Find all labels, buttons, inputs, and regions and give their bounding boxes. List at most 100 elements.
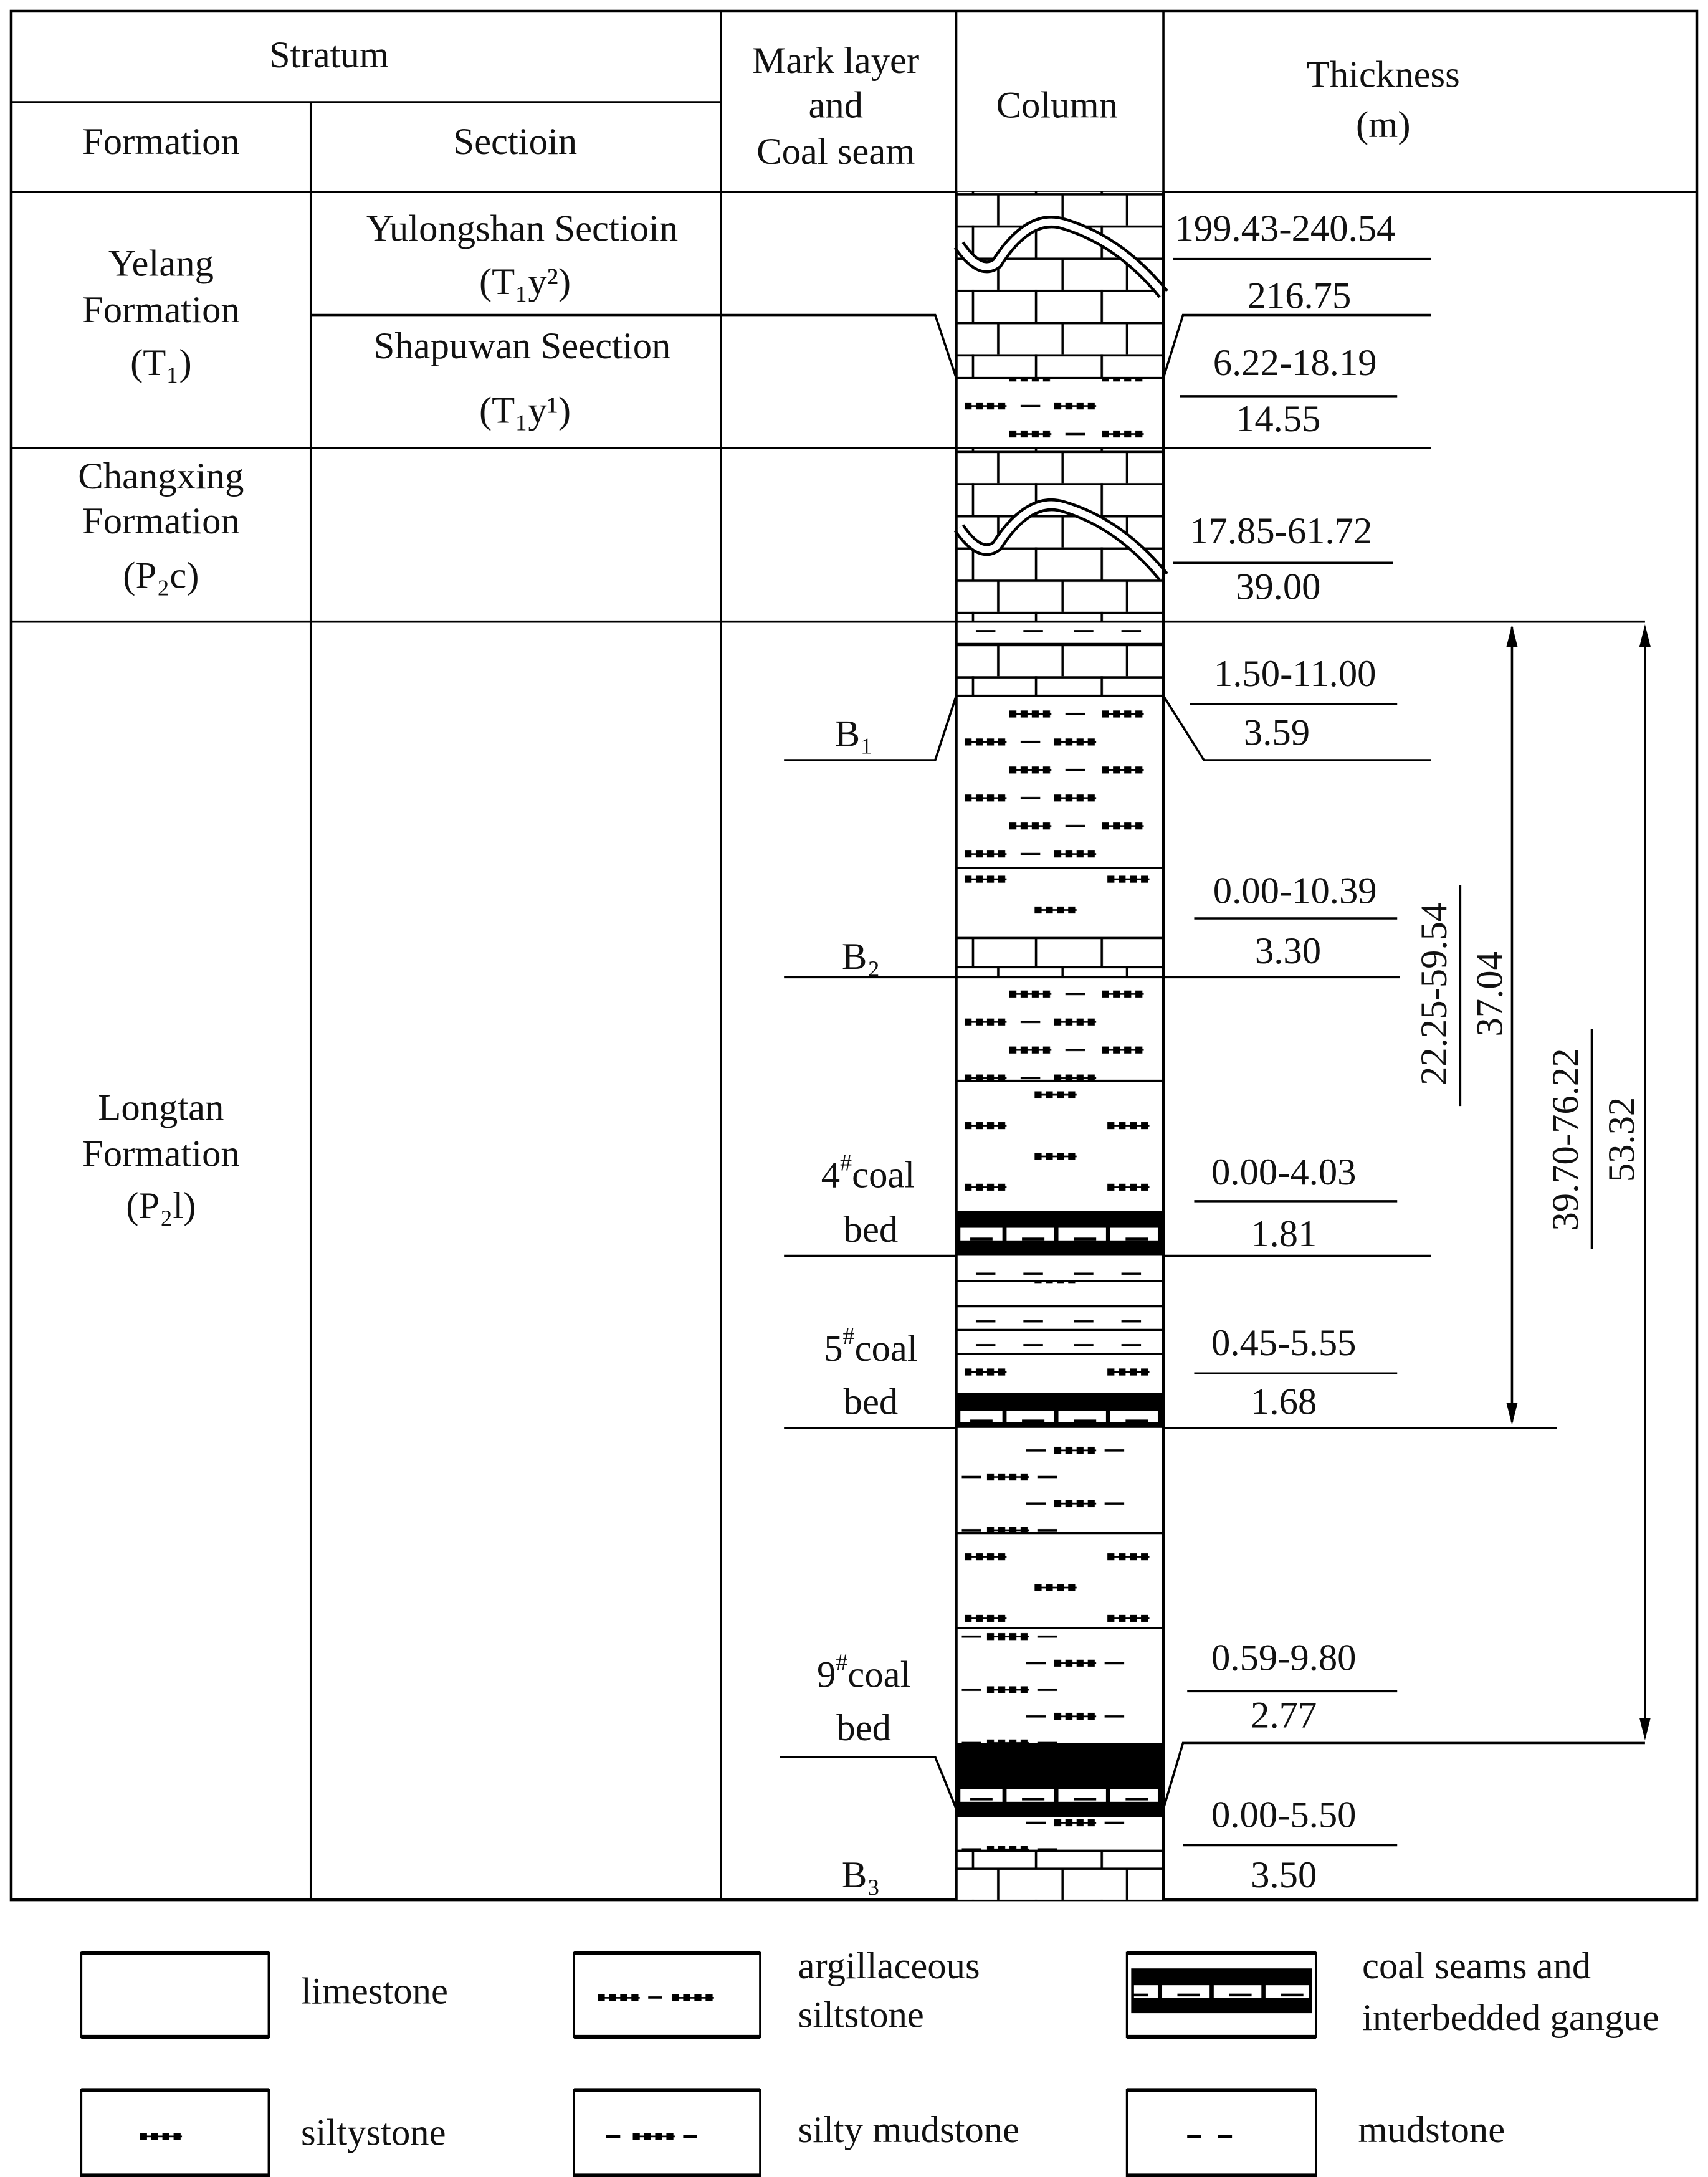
mark-coal-9: 9#coal bed [817,1650,910,1749]
coal-gangue [960,1789,1160,1802]
coal-sup: # [836,1650,847,1676]
formation-word: Formation [82,289,240,331]
layer-siltstone [956,1533,1164,1629]
layer-siltstone [956,1353,1164,1393]
layer-coal [956,1393,1164,1428]
formation-word: Formation [82,500,240,542]
legend-label: siltystone [301,2112,446,2153]
coal-number: 4 [821,1154,840,1196]
thickness-average: 3.59 [1244,712,1310,753]
unconformity-wave-icon [953,216,1168,581]
coal-word: coal [852,1154,915,1196]
mark-coal-5: 5#coal bed [824,1323,917,1422]
layer-silty-mudstone [956,1628,1164,1743]
section-name: Shapuwan Seection [374,325,671,367]
interval-1-avg: 37.04 [1469,951,1511,1036]
thickness-entry: 0.00-10.39 3.30 [1194,870,1398,972]
header-mark-layer: Mark layer [752,40,919,82]
svg-text:9#coal: 9#coal [817,1650,910,1696]
legend-label: coal seams and [1362,1945,1591,1987]
interval-2-avg: 53.32 [1601,1097,1643,1182]
thickness-range: 17.85-61.72 [1190,510,1372,552]
interval-1-range: 22.25-59.54 [1413,903,1455,1085]
svg-text:5#coal: 5#coal [824,1323,917,1370]
thickness-average: 3.50 [1251,1854,1317,1896]
section-code: (T₁y¹) [479,390,571,432]
layer-silty-mudstone [956,1817,1164,1851]
thickness-entry: 199.43-240.54 216.75 [1175,207,1396,317]
thickness-range: 199.43-240.54 [1175,207,1396,249]
legend-label: interbedded gangue [1362,1997,1659,2039]
legend-argillaceous-siltstone: argillaceous siltstone [573,1945,980,2039]
thickness-range: 0.00-10.39 [1213,870,1377,912]
coal-gangue [960,1411,1160,1422]
thickness-average: 1.68 [1251,1381,1317,1422]
header-thickness: Thickness [1307,54,1460,95]
legend-label: silty mudstone [798,2109,1020,2151]
layer-limestone [956,938,1164,978]
layer-boundaries [956,376,1164,1852]
legend: limestone argillaceous siltstone coal se… [80,1945,1659,2177]
thickness-average: 3.30 [1255,930,1321,972]
lithologic-column [953,191,1168,1900]
coal-word: coal [847,1654,910,1696]
coal-sup: # [843,1323,855,1350]
coal-sup: # [840,1150,852,1176]
formation-longtan: Longtan Formation (P₂l) [82,1087,240,1227]
section-name: Yulongshan Sectioin [366,207,678,249]
layer-argillaceous-siltstone [956,977,1164,1081]
layer-mudstone [956,621,1164,644]
layer-argillaceous-siltstone [956,378,1164,449]
legend-label: siltstone [798,1994,924,2036]
formation-code: (T₁) [130,342,192,384]
thickness-range: 0.59-9.80 [1211,1637,1356,1679]
layer-siltstone [956,868,1164,938]
thickness-entry: 1.50-11.00 3.59 [1190,653,1398,753]
header-coal-seam: Coal seam [756,131,915,173]
legend-coal: coal seams and interbedded gangue [1125,1945,1659,2039]
legend-label: argillaceous [798,1945,980,1987]
mark-b3: B₃ [842,1854,880,1896]
formation-yelang: Yelang Formation (T₁) [82,243,240,384]
layer-argillaceous-siltstone [956,695,1164,869]
legend-label: limestone [301,1970,448,2012]
legend-label: mudstone [1358,2109,1505,2151]
layer-limestone [956,644,1164,696]
legend-siltstone: siltystone [80,2088,446,2177]
thickness-range: 0.00-4.03 [1211,1151,1356,1193]
thickness-average: 1.81 [1251,1213,1317,1255]
thickness-average: 39.00 [1236,566,1320,608]
layer-siltstone [956,1080,1164,1211]
header-mark-and: and [808,85,863,126]
header-stratum: Stratum [269,34,389,76]
section-code: (T₁y²) [479,261,571,303]
interval-2-range: 39.70-76.22 [1545,1048,1586,1231]
interval-dimensions: 22.25-59.54 37.04 39.70-76.22 53.32 [1413,624,1651,1740]
thickness-entry: 0.00-4.03 1.81 [1194,1151,1398,1255]
layer-coal [956,1743,1164,1817]
thickness-average: 216.75 [1248,275,1352,317]
formation-name: Yelang [108,243,214,285]
legend-silty-mudstone: silty mudstone [573,2088,1020,2177]
coal-bed: bed [844,1381,899,1422]
coal-bed: bed [836,1707,891,1749]
thickness-average: 14.55 [1236,398,1320,440]
svg-text:4#coal: 4#coal [821,1150,915,1196]
coal-number: 9 [817,1654,836,1696]
formation-changxing: Changxing Formation (P₂c) [78,455,244,597]
thickness-range: 0.00-5.50 [1211,1794,1356,1836]
formation-code: (P₂l) [126,1185,196,1227]
mark-b1: B₁ [835,713,874,755]
header-section: Sectioin [453,121,577,163]
legend-limestone: limestone [80,1951,448,2039]
formation-name: Longtan [98,1087,224,1129]
layer-silty-mudstone [956,1427,1164,1533]
section-shapuwan: Shapuwan Seection (T₁y¹) [374,325,671,431]
layer-limestone [956,1851,1164,1900]
thickness-values: 199.43-240.54216.756.22-18.1914.5517.85-… [1173,207,1398,1896]
layer-siltstone [956,1280,1164,1307]
formation-code: (P₂c) [123,555,199,597]
thickness-range: 1.50-11.00 [1214,653,1376,695]
thickness-range: 0.45-5.55 [1211,1322,1356,1364]
